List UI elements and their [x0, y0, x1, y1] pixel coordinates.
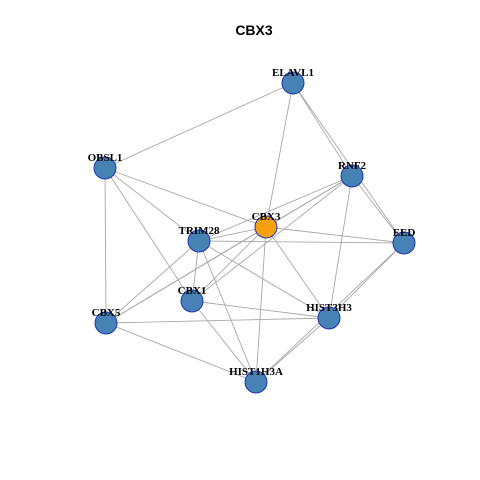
node-cbx1[interactable] [180, 289, 204, 313]
node-eed[interactable] [392, 231, 416, 255]
edge-cbx1-hist1h3a [191, 300, 257, 383]
edge-hist3h3-hist1h3a [255, 317, 330, 383]
node-trim28[interactable] [187, 229, 211, 253]
node-label-obsl1: OBSL1 [88, 152, 123, 164]
edge-obsl1-cbx1 [104, 167, 193, 302]
node-label-trim28: TRIM28 [179, 225, 220, 237]
edge-obsl1-cbx5 [104, 167, 107, 324]
edge-cbx3-eed [265, 226, 405, 244]
node-label-cbx1: CBX1 [178, 285, 207, 297]
node-label-hist1h3a: HIST1H3A [229, 366, 283, 378]
edge-elavl1-eed [292, 82, 405, 244]
edge-trim28-hist1h3a [198, 240, 257, 383]
node-elavl1[interactable] [281, 71, 305, 95]
node-label-elavl1: ELAVL1 [272, 67, 314, 79]
edge-rnf2-hist3h3 [328, 175, 353, 319]
node-label-rnf2: RNF2 [338, 160, 367, 172]
edge-trim28-eed [198, 240, 405, 244]
graph-title: CBX3 [235, 22, 273, 38]
node-obsl1[interactable] [93, 156, 117, 180]
edge-trim28-cbx5 [105, 240, 200, 324]
edge-eed-hist3h3 [328, 242, 405, 319]
edge-trim28-hist3h3 [198, 240, 330, 319]
edge-elavl1-rnf2 [292, 82, 353, 177]
node-label-eed: EED [393, 227, 416, 239]
edge-rnf2-eed [351, 175, 405, 244]
node-hist3h3[interactable] [317, 306, 341, 330]
edge-obsl1-trim28 [104, 167, 200, 242]
edge-elavl1-obsl1 [104, 82, 294, 169]
node-label-cbx5: CBX5 [92, 307, 121, 319]
edge-rnf2-trim28 [198, 175, 353, 242]
edge-elavl1-cbx3 [265, 82, 294, 228]
node-label-cbx3: CBX3 [252, 211, 281, 223]
node-hist1h3a[interactable] [244, 370, 268, 394]
edge-cbx3-cbx5 [105, 226, 267, 324]
edge-cbx1-hist3h3 [191, 300, 330, 319]
edge-cbx3-hist1h3a [255, 226, 267, 383]
edge-cbx5-hist3h3 [105, 317, 330, 324]
edge-cbx3-cbx1 [191, 226, 267, 302]
node-layer [93, 71, 416, 394]
node-label-hist3h3: HIST3H3 [306, 302, 352, 314]
node-cbx5[interactable] [94, 311, 118, 335]
edge-rnf2-cbx1 [191, 175, 353, 302]
node-cbx3[interactable] [254, 215, 278, 239]
edge-obsl1-cbx3 [104, 167, 267, 228]
edge-cbx5-hist1h3a [105, 322, 257, 383]
edge-layer [104, 82, 405, 383]
node-rnf2[interactable] [340, 164, 364, 188]
